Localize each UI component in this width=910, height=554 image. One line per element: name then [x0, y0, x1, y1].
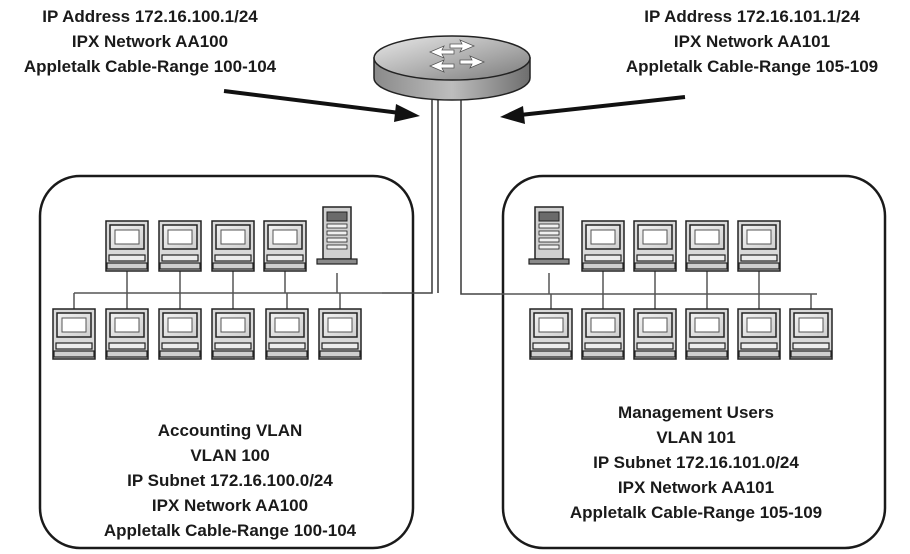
router-left-ip: IP Address 172.16.100.1/24: [42, 7, 258, 26]
accounting-ipx-network: IPX Network AA100: [152, 496, 308, 515]
router-uplink-left: [382, 100, 439, 294]
management-appletalk-range: Appletalk Cable-Range 105-109: [570, 503, 822, 522]
workstation-icon: [52, 308, 96, 360]
workstation-icon: [318, 308, 362, 360]
workstation-icon: [633, 308, 677, 360]
workstation-icon: [581, 308, 625, 360]
router-right-ip: IP Address 172.16.101.1/24: [644, 7, 860, 26]
management-lan-bus: [500, 271, 817, 309]
router-uplink-right: [460, 100, 500, 295]
workstation-icon: [263, 220, 307, 272]
management-vlan-id: VLAN 101: [656, 428, 735, 447]
management-vlan-box: [501, 174, 887, 550]
management-bottom-row: [529, 308, 833, 360]
workstation-icon: [211, 308, 255, 360]
workstation-icon: [529, 308, 573, 360]
router-right-label: IP Address 172.16.101.1/24 IPX Network A…: [626, 7, 878, 76]
workstation-icon: [581, 220, 625, 272]
workstation-icon: [158, 220, 202, 272]
accounting-appletalk-range: Appletalk Cable-Range 100-104: [104, 521, 357, 540]
router-right-appletalk: Appletalk Cable-Range 105-109: [626, 57, 878, 76]
workstation-icon: [685, 308, 729, 360]
management-top-row: [528, 206, 781, 272]
workstation-icon: [737, 308, 781, 360]
accounting-ip-subnet: IP Subnet 172.16.100.0/24: [127, 471, 333, 490]
workstation-icon: [211, 220, 255, 272]
accounting-vlan-box: [38, 174, 415, 550]
accounting-vlan-name: Accounting VLAN: [158, 421, 303, 440]
accounting-vlan-label: Accounting VLAN VLAN 100 IP Subnet 172.1…: [104, 421, 357, 540]
router-right-ipx: IPX Network AA101: [674, 32, 830, 51]
workstation-icon: [737, 220, 781, 272]
server-tower-icon: [528, 206, 570, 265]
router-left-label: IP Address 172.16.100.1/24 IPX Network A…: [24, 7, 277, 76]
workstation-icon: [685, 220, 729, 272]
pointer-arrow-icon: [223, 89, 420, 122]
router-left-ipx: IPX Network AA100: [72, 32, 228, 51]
workstation-icon: [789, 308, 833, 360]
accounting-top-row: [105, 206, 358, 272]
workstation-icon: [105, 220, 149, 272]
accounting-vlan-id: VLAN 100: [190, 446, 269, 465]
workstation-icon: [158, 308, 202, 360]
accounting-bottom-row: [52, 308, 362, 360]
accounting-lan-bus: [73, 271, 382, 309]
workstation-icon: [633, 220, 677, 272]
management-ip-subnet: IP Subnet 172.16.101.0/24: [593, 453, 799, 472]
router-icon: [373, 35, 531, 101]
management-vlan-name: Management Users: [618, 403, 774, 422]
workstation-icon: [105, 308, 149, 360]
pointer-arrow-icon: [500, 95, 686, 124]
workstation-icon: [265, 308, 309, 360]
management-vlan-label: Management Users VLAN 101 IP Subnet 172.…: [570, 403, 822, 522]
server-tower-icon: [316, 206, 358, 265]
management-ipx-network: IPX Network AA101: [618, 478, 774, 497]
router-left-appletalk: Appletalk Cable-Range 100-104: [24, 57, 277, 76]
